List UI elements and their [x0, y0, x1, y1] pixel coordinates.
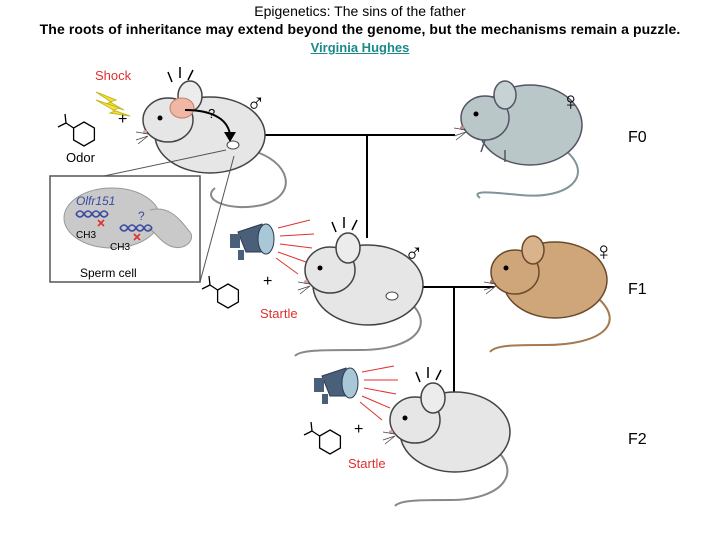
- male-symbol-f1: ♂: [404, 238, 424, 268]
- f1-male-mouse: [294, 217, 424, 357]
- f0-male-mouse: [135, 67, 287, 209]
- odor-molecule-icon-f2: [303, 421, 342, 455]
- sperm-cell-label: Sperm cell: [80, 266, 137, 280]
- inheritance-figure: Shock + Odor ? ♂ Olfr151 ? CH3 CH3 Sperm…: [49, 67, 647, 507]
- female-symbol-f0: ♀: [561, 86, 581, 116]
- author-link[interactable]: Virginia Hughes: [310, 40, 410, 55]
- generation-label-f1: F1: [628, 281, 647, 298]
- startle-label-f1: Startle: [260, 306, 298, 321]
- megaphone-icon-f2: [314, 365, 398, 421]
- shock-bolt-icon: [95, 91, 131, 117]
- startle-label-f2: Startle: [348, 456, 386, 471]
- page-subtitle: The roots of inheritance may extend beyo…: [39, 21, 681, 37]
- question-mark-f0: ?: [208, 106, 215, 121]
- odor-plus-f2: +: [354, 421, 363, 438]
- question-mark-inset: ?: [138, 209, 145, 223]
- male-symbol-f0: ♂: [246, 88, 266, 118]
- f1-female-mouse: [483, 235, 611, 353]
- female-symbol-f1: ♀: [594, 236, 614, 266]
- f2-mouse: [382, 367, 511, 507]
- shock-label: Shock: [95, 68, 132, 83]
- generation-label-f2: F2: [628, 431, 647, 448]
- pedigree-lines: [262, 134, 494, 392]
- megaphone-icon-f1: [230, 219, 315, 275]
- page-title: Epigenetics: The sins of the father: [254, 3, 466, 19]
- methyl-label-2: CH3: [110, 242, 130, 253]
- sperm-cell-inset: [49, 149, 235, 283]
- f0-female-mouse: [453, 80, 583, 199]
- odor-molecule-icon: [57, 113, 96, 147]
- odor-plus: +: [118, 111, 127, 128]
- methyl-label-1: CH3: [76, 230, 96, 241]
- gene-label: Olfr151: [76, 194, 115, 208]
- odor-plus-f1: +: [263, 273, 272, 290]
- odor-label: Odor: [66, 150, 96, 165]
- generation-label-f0: F0: [628, 129, 647, 146]
- odor-molecule-icon-f1: [201, 275, 240, 309]
